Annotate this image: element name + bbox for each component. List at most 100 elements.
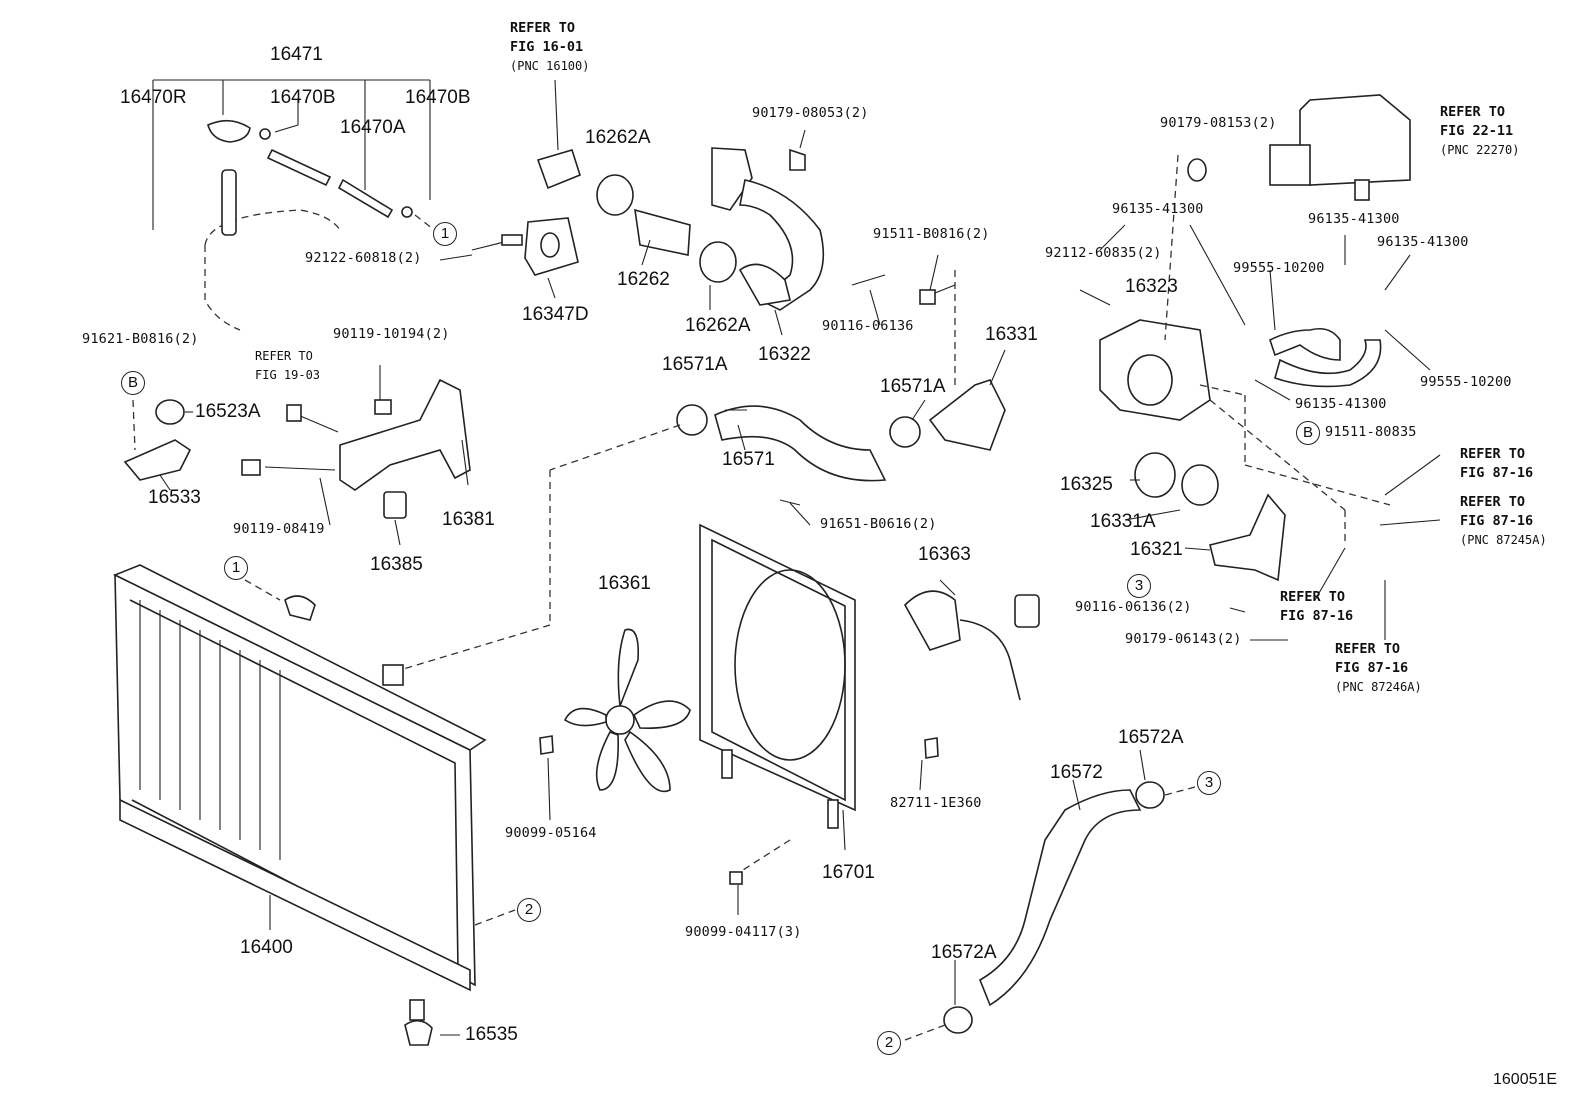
part-label-91511-b0816: 91511-B0816(2) bbox=[873, 226, 990, 242]
fan-shroud-drawing bbox=[699, 499, 1040, 885]
part-label-16385: 16385 bbox=[370, 554, 423, 575]
part-label-16325: 16325 bbox=[1060, 474, 1113, 495]
refer-line: REFER TO bbox=[510, 20, 576, 36]
callout-2-radiator: 2 bbox=[517, 898, 541, 922]
refer-line: REFER TO bbox=[1460, 446, 1526, 462]
part-label-16470b: 16470B bbox=[270, 87, 336, 108]
part-label-90119-08419: 90119-08419 bbox=[233, 521, 325, 537]
part-label-16535: 16535 bbox=[465, 1024, 518, 1045]
callout-1-top: 1 bbox=[433, 222, 457, 246]
refer-note-fig-87-16-c: REFER TO FIG 87-16 bbox=[1280, 588, 1353, 626]
part-label-91651-b0616: 91651-B0616(2) bbox=[820, 516, 937, 532]
part-label-16572a-2: 16572A bbox=[931, 942, 997, 963]
leader-lines bbox=[159, 129, 1441, 1036]
part-label-16571a-2: 16571A bbox=[880, 376, 946, 397]
part-label-92122-60818: 92122-60818(2) bbox=[305, 250, 422, 266]
fan-blade-drawing bbox=[539, 628, 691, 793]
part-label-90116-06136: 90116-06136 bbox=[822, 318, 914, 334]
part-label-96135-41300-1: 96135-41300 bbox=[1112, 201, 1204, 217]
thermostat-housing-drawing bbox=[1079, 154, 1391, 582]
sensor-module-drawing bbox=[1187, 94, 1411, 201]
part-label-99555-10200-2: 99555-10200 bbox=[1420, 374, 1512, 390]
part-label-16361: 16361 bbox=[598, 573, 651, 594]
part-label-16533: 16533 bbox=[148, 487, 201, 508]
part-label-16572: 16572 bbox=[1050, 762, 1103, 783]
part-label-16571: 16571 bbox=[722, 449, 775, 470]
part-label-16523a: 16523A bbox=[195, 401, 261, 422]
refer-line: REFER TO bbox=[1335, 641, 1401, 657]
outlet-and-upper-hose-drawing bbox=[471, 79, 737, 283]
part-label-16331a: 16331A bbox=[1090, 511, 1156, 532]
part-label-90099-05164: 90099-05164 bbox=[505, 825, 597, 841]
callout-2-hose: 2 bbox=[877, 1031, 901, 1055]
refer-line: FIG 19-03 bbox=[255, 368, 321, 382]
part-label-16323: 16323 bbox=[1125, 276, 1178, 297]
part-label-16571a: 16571A bbox=[662, 354, 728, 375]
water-pipe-16322-drawing bbox=[711, 147, 825, 311]
refer-line: FIG 87-16 bbox=[1280, 608, 1354, 624]
refer-line: FIG 16-01 bbox=[510, 39, 584, 55]
bolts-drawing bbox=[241, 270, 956, 476]
hose-16571-drawing bbox=[399, 379, 1006, 671]
refer-note-fig-87-16-a: REFER TO FIG 87-16 bbox=[1460, 445, 1533, 483]
part-label-16262a-2: 16262A bbox=[685, 315, 751, 336]
part-label-16381: 16381 bbox=[442, 509, 495, 530]
callout-1-radiator: 1 bbox=[224, 556, 248, 580]
part-label-96135-41300-3: 96135-41300 bbox=[1377, 234, 1469, 250]
part-label-90116-06136-2: 90116-06136(2) bbox=[1075, 599, 1192, 615]
part-label-16701: 16701 bbox=[822, 862, 875, 883]
refer-line: REFER TO bbox=[1280, 589, 1346, 605]
part-label-16572a: 16572A bbox=[1118, 727, 1184, 748]
part-label-16471: 16471 bbox=[270, 44, 323, 65]
part-label-16363: 16363 bbox=[918, 544, 971, 565]
diagram-code: 160051E bbox=[1493, 1071, 1558, 1088]
callout-3-hose: 3 bbox=[1197, 771, 1221, 795]
callout-b-left: B bbox=[121, 371, 145, 395]
part-label-82711-1e360: 82711-1E360 bbox=[890, 795, 982, 811]
part-label-91511-80835: 91511-80835 bbox=[1325, 424, 1417, 440]
refer-line: FIG 87-16 bbox=[1335, 660, 1409, 676]
refer-line: (PNC 87245A) bbox=[1460, 533, 1547, 547]
part-label-90179-08053: 90179-08053(2) bbox=[752, 105, 869, 121]
part-label-96135-41300-2: 96135-41300 bbox=[1308, 211, 1400, 227]
cap-and-clip-drawing bbox=[123, 399, 192, 481]
refer-line: FIG 22-11 bbox=[1440, 123, 1514, 139]
part-label-16470a: 16470A bbox=[340, 117, 406, 138]
refer-note-fig-22-11: REFER TO FIG 22-11 (PNC 22270) bbox=[1440, 103, 1519, 160]
refer-note-fig-19-03: REFER TO FIG 19-03 bbox=[255, 347, 320, 385]
refer-note-fig-87-16-d: REFER TO FIG 87-16 (PNC 87246A) bbox=[1335, 640, 1422, 697]
refer-line: REFER TO bbox=[1440, 104, 1506, 120]
refer-note-fig-87-16-b: REFER TO FIG 87-16 (PNC 87245A) bbox=[1460, 493, 1547, 550]
refer-line: (PNC 16100) bbox=[510, 59, 590, 73]
part-label-90179-06143: 90179-06143(2) bbox=[1125, 631, 1242, 647]
refer-line: FIG 87-16 bbox=[1460, 513, 1534, 529]
part-label-91621-b0816: 91621-B0816(2) bbox=[82, 331, 199, 347]
part-label-16331: 16331 bbox=[985, 324, 1038, 345]
bracket-16381-drawing bbox=[339, 378, 471, 519]
refer-line: (PNC 87246A) bbox=[1335, 680, 1422, 694]
part-label-16262: 16262 bbox=[617, 269, 670, 290]
radiator-drawing bbox=[113, 564, 516, 1046]
part-label-16470r: 16470R bbox=[120, 87, 187, 108]
lower-hose-drawing bbox=[904, 781, 1211, 1041]
part-label-90119-10194: 90119-10194(2) bbox=[333, 326, 450, 342]
part-label-92112-60835: 92112-60835(2) bbox=[1045, 245, 1162, 261]
refer-note-fig-16-01: REFER TO FIG 16-01 (PNC 16100) bbox=[510, 19, 589, 76]
part-label-16322: 16322 bbox=[758, 344, 811, 365]
part-label-16400: 16400 bbox=[240, 937, 293, 958]
callout-b-right: B bbox=[1296, 421, 1320, 445]
callout-3-housing: 3 bbox=[1127, 574, 1151, 598]
part-label-96135-41300-4: 96135-41300 bbox=[1295, 396, 1387, 412]
refer-line: REFER TO bbox=[255, 349, 313, 363]
part-label-16321: 16321 bbox=[1130, 539, 1183, 560]
part-label-16262a: 16262A bbox=[585, 127, 651, 148]
part-label-90179-08153: 90179-08153(2) bbox=[1160, 115, 1277, 131]
refer-line: REFER TO bbox=[1460, 494, 1526, 510]
part-label-90099-04117: 90099-04117(3) bbox=[685, 924, 802, 940]
part-label-16347d: 16347D bbox=[522, 304, 589, 325]
part-label-99555-10200-1: 99555-10200 bbox=[1233, 260, 1325, 276]
reservoir-tank-drawing bbox=[152, 79, 438, 331]
refer-line: FIG 87-16 bbox=[1460, 465, 1534, 481]
